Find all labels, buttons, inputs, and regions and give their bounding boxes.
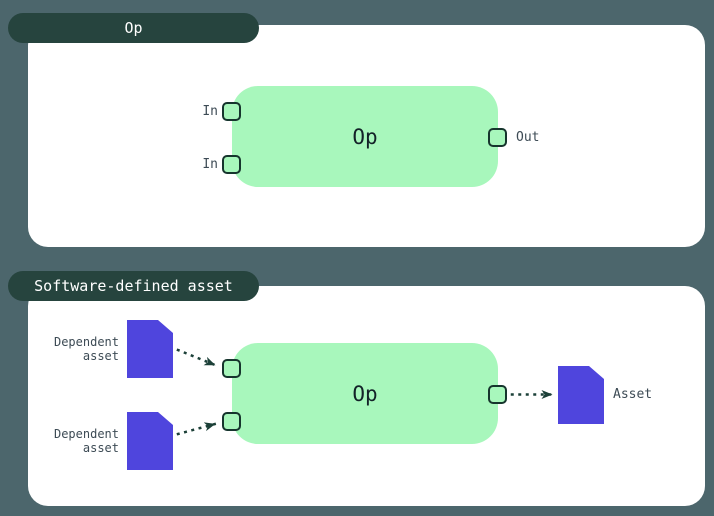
op-node: Op — [232, 343, 498, 444]
input-label-1: In — [202, 104, 218, 119]
dependent-asset-document-icon — [127, 320, 173, 378]
output-port-icon — [488, 128, 507, 147]
tab-software-defined-asset-label: Software-defined asset — [34, 277, 233, 295]
arrow-dep2-to-op — [176, 422, 217, 436]
arrow-dep1-to-op — [176, 348, 217, 367]
tab-op: Op — [8, 13, 259, 43]
asset-document-icon — [558, 366, 604, 424]
asset-label: Asset — [613, 387, 653, 402]
tab-op-label: Op — [124, 19, 143, 37]
input-port-icon — [222, 102, 241, 121]
input-port-icon — [222, 155, 241, 174]
software-defined-asset-panel: Dependent asset Dependent asset Op Asset — [28, 286, 705, 506]
output-port-icon — [488, 385, 507, 404]
op-node: Op — [232, 86, 498, 187]
input-port-icon — [222, 412, 241, 431]
tab-software-defined-asset: Software-defined asset — [8, 271, 259, 301]
op-panel: Op In In Out — [28, 25, 705, 247]
output-label: Out — [516, 130, 540, 145]
op-node-label: Op — [352, 381, 378, 406]
input-port-icon — [222, 359, 241, 378]
dependent-asset-label-2: Dependent asset — [53, 427, 119, 455]
op-node-label: Op — [352, 124, 378, 149]
input-label-2: In — [202, 157, 218, 172]
dependent-asset-label-1: Dependent asset — [53, 335, 119, 363]
dependent-asset-document-icon — [127, 412, 173, 470]
